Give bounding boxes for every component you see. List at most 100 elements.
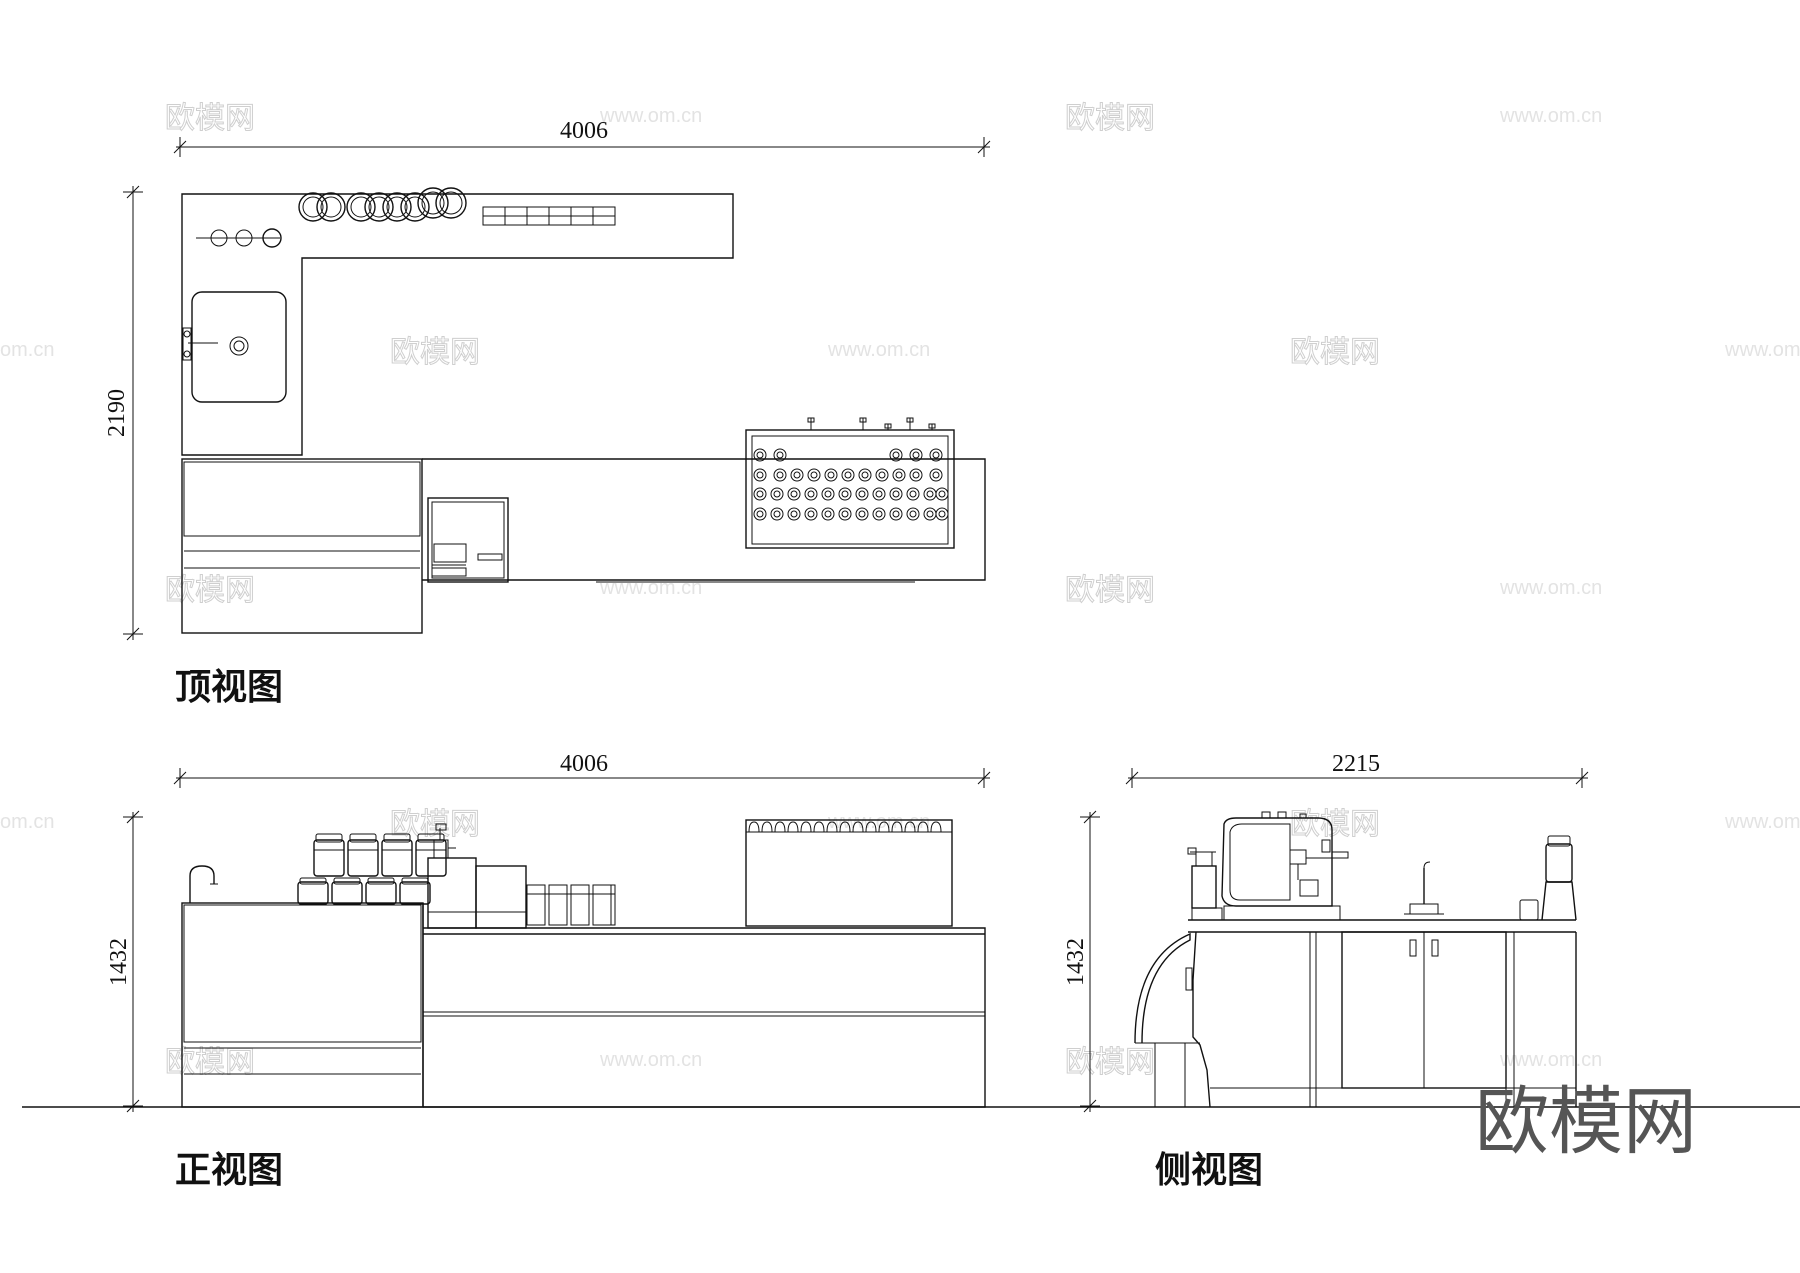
bottle-top <box>821 487 835 501</box>
back-counter-outline <box>181 193 734 456</box>
bottle-top <box>774 821 786 833</box>
watermark-url: www.om.cn <box>1499 577 1602 599</box>
bottle-top <box>753 507 767 521</box>
bottle-cap <box>926 490 934 498</box>
bottle-cap <box>810 471 818 479</box>
bottle-top <box>826 821 838 833</box>
bottle-cap <box>858 490 866 498</box>
bottle-top <box>904 821 916 833</box>
side-view-height-label: 1432 <box>1063 938 1089 986</box>
bottle-top <box>753 487 767 501</box>
bottle-cap <box>912 471 920 479</box>
grinder <box>1187 847 1223 921</box>
bottle-cap <box>892 510 900 518</box>
bottle-cap <box>909 490 917 498</box>
jar <box>365 877 397 905</box>
front-view-title: 正视图 <box>175 1150 283 1191</box>
bottle-top <box>875 468 889 482</box>
bottle-top <box>930 821 942 833</box>
syrup-jars <box>297 833 447 905</box>
bottle-top <box>753 468 767 482</box>
side-view-width-label: 2215 <box>1332 751 1380 777</box>
watermark-url: www.om.cn <box>827 339 930 361</box>
side-jar <box>1519 835 1577 921</box>
top-view-title: 顶视图 <box>175 667 283 708</box>
watermark-url: www.om.cn <box>599 105 702 127</box>
watermark-logo: 欧模网 <box>165 573 255 608</box>
bottle-grid <box>753 448 949 521</box>
watermark-logo: 欧模网 <box>390 807 480 842</box>
jar <box>381 833 413 877</box>
bottle-top <box>813 821 825 833</box>
bottle-cap <box>932 471 940 479</box>
front-sink-cabinet <box>181 865 424 1108</box>
front-view: 4006 1432 <box>22 751 1800 1191</box>
watermark-logo: 欧模网 <box>1065 101 1155 136</box>
bottle-top <box>892 468 906 482</box>
side-curved-showcase <box>1134 932 1200 1108</box>
espresso-machine <box>1221 811 1349 921</box>
pos-register <box>427 497 509 583</box>
bottle-cap <box>875 490 883 498</box>
watermark-logo: 欧模网 <box>165 1045 255 1080</box>
bottle-top <box>889 507 903 521</box>
bottle-cap <box>807 490 815 498</box>
bottle-cap <box>756 471 764 479</box>
bottle-top <box>753 448 767 462</box>
top-view-width-label: 4006 <box>560 118 608 144</box>
bottle-cap <box>858 510 866 518</box>
bottle-top <box>855 487 869 501</box>
bottle-top <box>889 448 903 462</box>
cup-row <box>298 187 467 222</box>
side-view-width-dimension: 2215 <box>1125 751 1589 788</box>
bottle-top <box>787 487 801 501</box>
top-view-width-dimension: 4006 <box>173 118 991 157</box>
side-view: 2215 1432 <box>1063 751 1589 1191</box>
bottle-cap <box>790 510 798 518</box>
bottle-top <box>804 487 818 501</box>
bottle-display-top <box>745 417 955 549</box>
bottle-tops <box>748 821 942 833</box>
bottle-top <box>909 468 923 482</box>
bottle-top <box>824 468 838 482</box>
bottle-cap <box>793 471 801 479</box>
bottle-top <box>906 507 920 521</box>
bottle-top <box>929 448 943 462</box>
bottle-cap <box>912 451 920 459</box>
topping-containers <box>482 206 616 226</box>
bottle-cap <box>773 510 781 518</box>
bottle-top <box>841 468 855 482</box>
bottle-cap <box>841 490 849 498</box>
bottle-cap <box>861 471 869 479</box>
watermark-logo: 欧模网 <box>1290 807 1380 842</box>
front-tea-machine <box>427 823 527 929</box>
bottle-cap <box>841 510 849 518</box>
faucet <box>189 865 215 903</box>
watermark-url: www.om.cn <box>1724 811 1800 833</box>
front-view-height-dimension: 1432 <box>106 810 143 1113</box>
watermark-url: www.om.cn <box>599 1049 702 1071</box>
bottle-top <box>839 821 851 833</box>
bottle-cap <box>932 451 940 459</box>
bottle-top <box>865 821 877 833</box>
watermark-url: www.om.cn <box>1724 339 1800 361</box>
bottle-cap <box>790 490 798 498</box>
watermark-url: www.om.cn <box>827 811 930 833</box>
bottle-cap <box>892 451 900 459</box>
bottle-cap <box>756 510 764 518</box>
jar <box>347 833 379 877</box>
bottle-cap <box>895 471 903 479</box>
bottle-top <box>858 468 872 482</box>
bottle-top <box>748 821 760 833</box>
watermark-layer: 欧模网 www.om.cn 欧模网 www.om.cn om.cn 欧模网 ww… <box>0 101 1800 1081</box>
bottle-cap <box>938 510 946 518</box>
bottle-top <box>906 487 920 501</box>
bottle-top <box>917 821 929 833</box>
bottle-top <box>838 487 852 501</box>
bottle-top <box>773 448 787 462</box>
watermark-url: om.cn <box>0 811 54 833</box>
bottle-top <box>770 487 784 501</box>
bottle-cap <box>875 510 883 518</box>
bottle-top <box>787 821 799 833</box>
